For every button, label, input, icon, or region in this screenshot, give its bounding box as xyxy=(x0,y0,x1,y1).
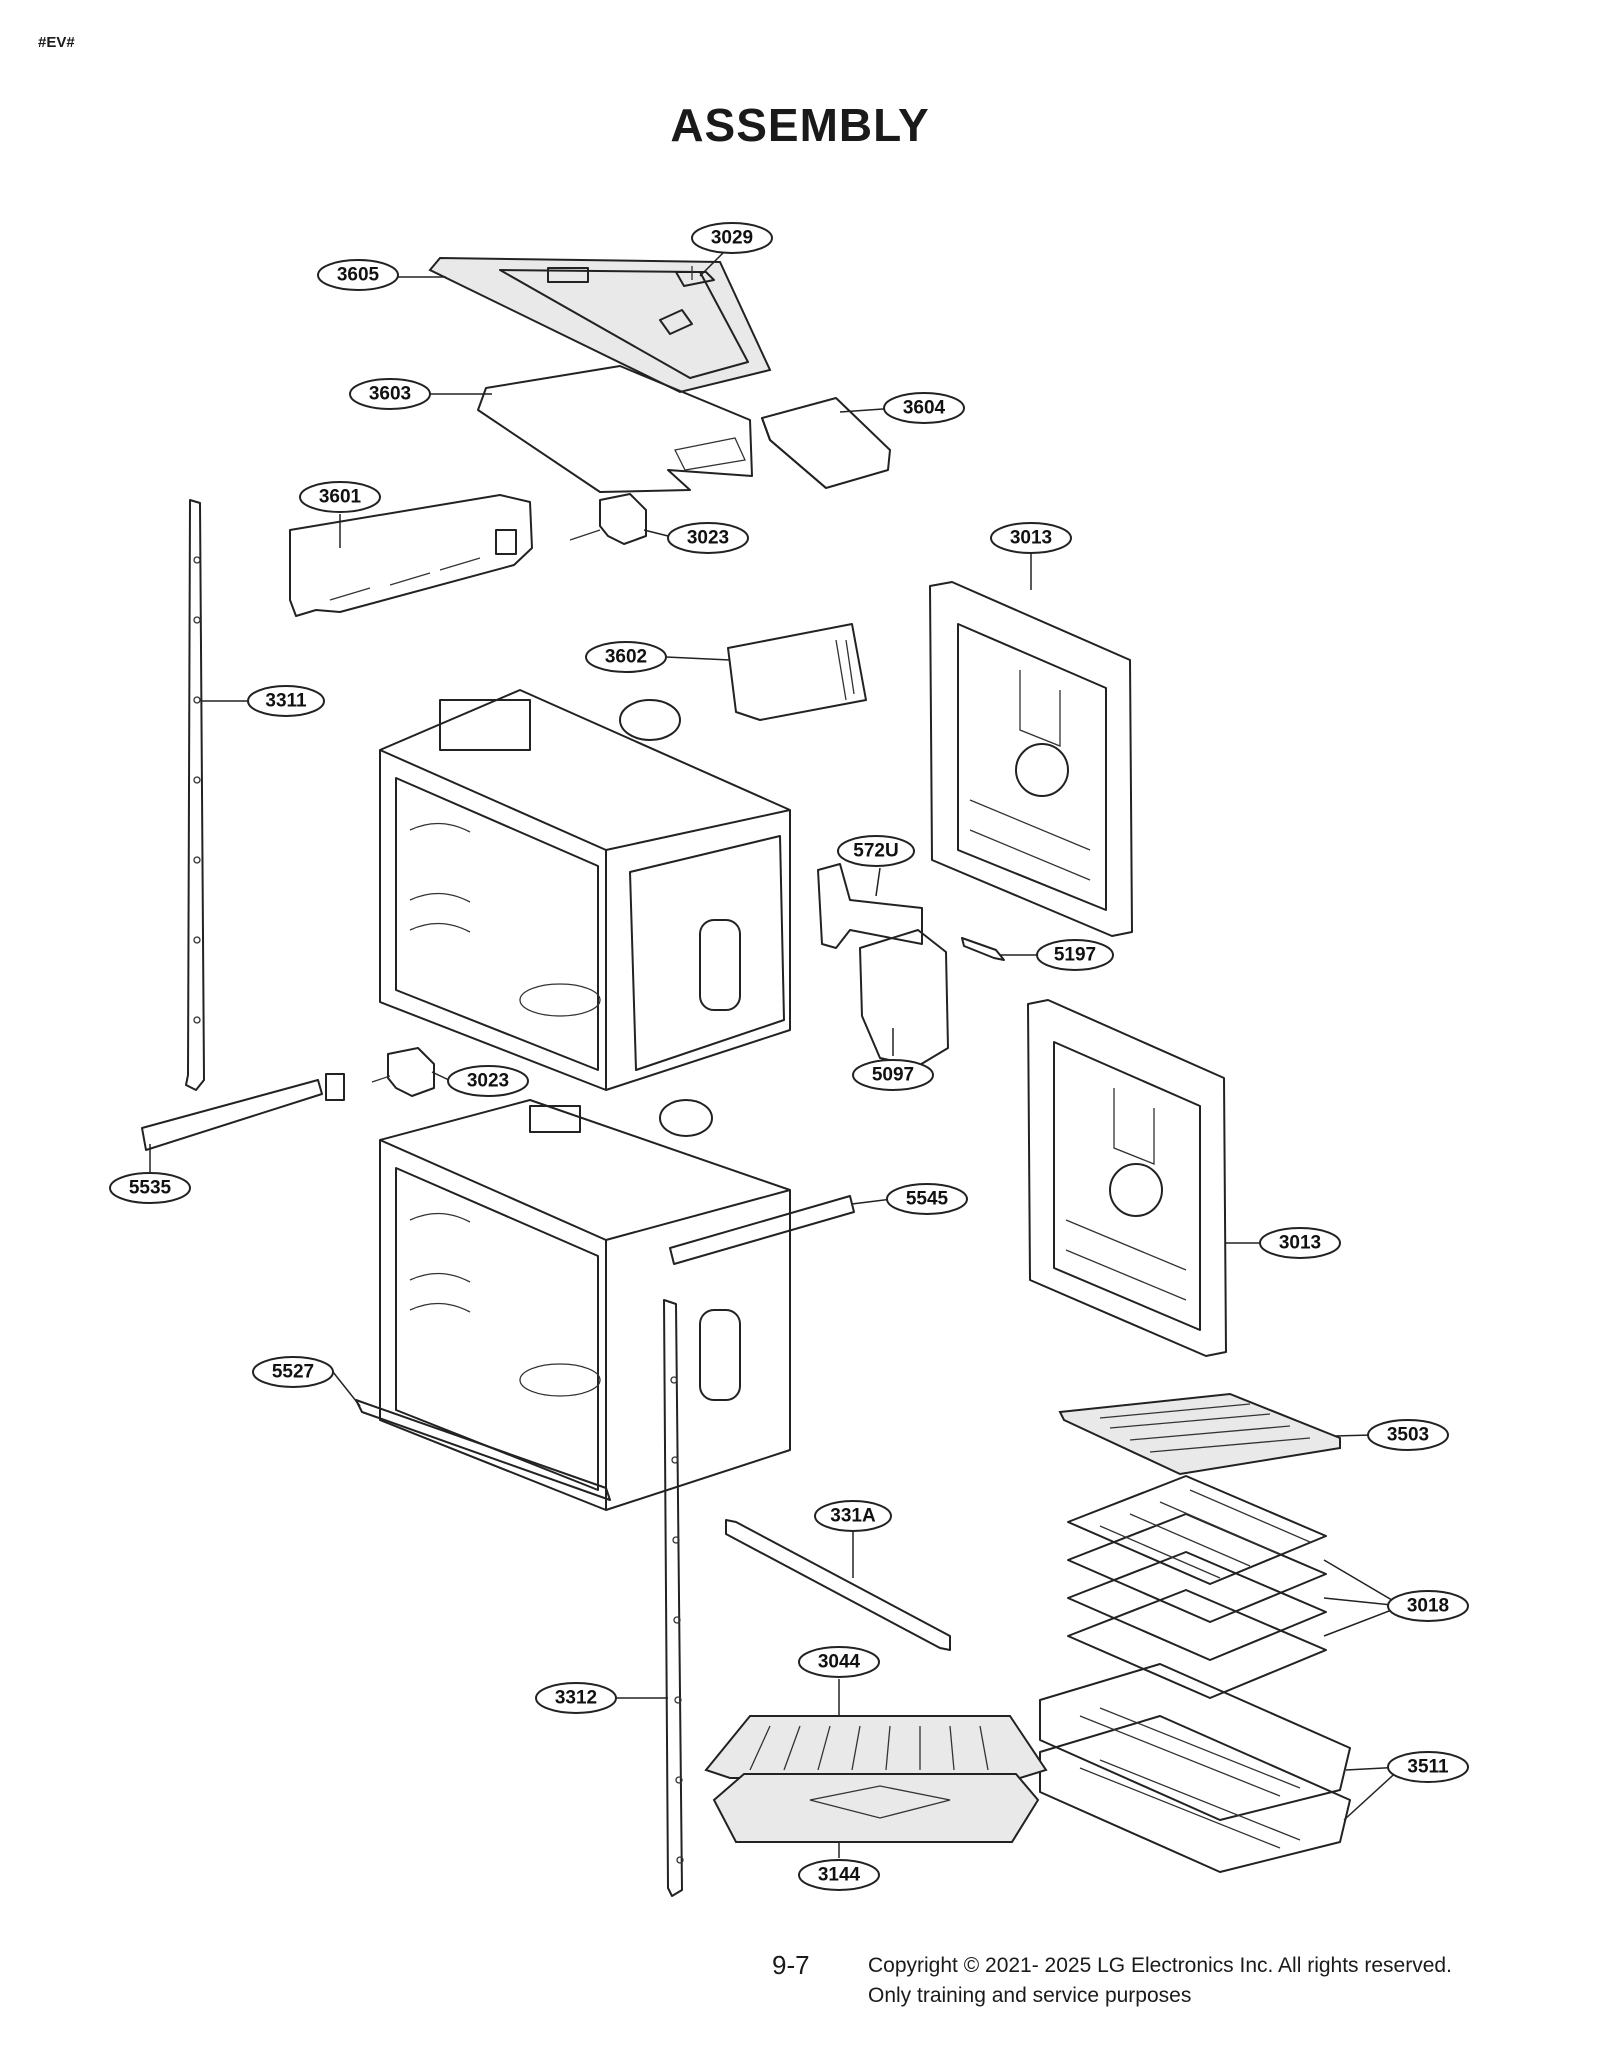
callout-label: 3602 xyxy=(605,647,647,668)
part-5197-clip xyxy=(961,937,1005,961)
part-upper-oven-cavity xyxy=(379,689,791,1091)
callout-3312: 3312 xyxy=(535,1682,617,1714)
callout-label: 3604 xyxy=(903,398,946,419)
callout-3503: 3503 xyxy=(1367,1419,1449,1451)
callout-label: 5527 xyxy=(272,1362,314,1383)
part-3602-rear-cover xyxy=(727,623,867,721)
callout-label: 3044 xyxy=(818,1652,861,1673)
part-3511-slide-racks xyxy=(1039,1663,1351,1873)
header-tag: #EV# xyxy=(38,34,75,51)
part-3023-upper-bracket xyxy=(569,493,647,545)
callout-5527: 5527 xyxy=(252,1356,334,1388)
callout-3018: 3018 xyxy=(1387,1590,1469,1622)
part-3503-mesh-tray xyxy=(1058,1392,1341,1476)
copyright-notice: Copyright © 2021- 2025 LG Electronics In… xyxy=(868,1951,1452,2011)
callout-3311: 3311 xyxy=(247,685,325,717)
part-3311-left-rail xyxy=(185,499,205,1091)
part-3601-back-panel xyxy=(289,494,533,617)
callout-label: 3605 xyxy=(337,265,380,286)
callout-label: 3013 xyxy=(1279,1233,1321,1254)
part-3023-lower-bracket xyxy=(371,1047,435,1097)
callout-label: 3311 xyxy=(265,691,307,712)
part-3018-racks xyxy=(1067,1475,1327,1699)
part-5527-bottom-trim xyxy=(355,1399,611,1501)
callout-3144: 3144 xyxy=(798,1859,880,1891)
callout-3023-lower: 3023 xyxy=(447,1065,529,1097)
callout-331A: 331A xyxy=(814,1500,892,1532)
exploded-assembly-diagram: 3029 3605 3603 3604 3601 3023 3013 3602 … xyxy=(109,222,1469,1897)
part-drawings xyxy=(141,256,1351,1897)
callout-label: 3511 xyxy=(1407,1757,1449,1778)
part-331A-strip xyxy=(725,1519,951,1651)
callout-572U: 572U xyxy=(837,835,915,867)
callout-3511: 3511 xyxy=(1387,1751,1469,1783)
callout-5545: 5545 xyxy=(886,1183,968,1215)
callout-3601: 3601 xyxy=(299,481,381,513)
part-3013-lower-side-panel xyxy=(1027,999,1227,1357)
callout-label: 3603 xyxy=(369,384,411,405)
callout-5535: 5535 xyxy=(109,1172,191,1204)
callout-label: 5545 xyxy=(906,1189,949,1210)
callout-3602: 3602 xyxy=(585,641,667,673)
part-5545-right-rail xyxy=(669,1195,855,1265)
callout-label: 3144 xyxy=(818,1865,861,1886)
callout-3013-lower: 3013 xyxy=(1259,1227,1341,1259)
part-572U-board xyxy=(817,863,923,949)
part-lower-oven-cavity xyxy=(379,1099,791,1511)
callout-3023-upper: 3023 xyxy=(667,522,749,554)
callout-label: 3601 xyxy=(319,487,362,508)
callout-label: 3018 xyxy=(1407,1596,1449,1617)
callout-label: 3013 xyxy=(1010,528,1052,549)
callout-3604: 3604 xyxy=(883,392,965,424)
part-3144-broil-pan-bottom xyxy=(712,1773,1040,1843)
part-3013-upper-side-panel xyxy=(929,581,1133,937)
callout-label: 3312 xyxy=(555,1688,597,1709)
callout-label: 572U xyxy=(853,841,898,862)
callout-label: 5097 xyxy=(872,1065,914,1086)
part-3603-plate xyxy=(477,365,753,493)
callout-label: 3029 xyxy=(711,228,753,249)
callout-label: 3023 xyxy=(467,1071,509,1092)
part-3029-bracket xyxy=(675,266,715,287)
part-5097-board xyxy=(859,929,949,1067)
callout-3605: 3605 xyxy=(317,259,399,291)
callout-label: 331A xyxy=(830,1506,876,1527)
callout-label: 3503 xyxy=(1387,1425,1429,1446)
callout-label: 5197 xyxy=(1054,945,1096,966)
page-number: 9-7 xyxy=(772,1950,810,1980)
copyright-line-1: Copyright © 2021- 2025 LG Electronics In… xyxy=(868,1954,1452,1977)
callout-3013-upper: 3013 xyxy=(990,522,1072,554)
page-title: ASSEMBLY xyxy=(670,99,930,151)
callout-label: 3023 xyxy=(687,528,729,549)
part-3604-duct-box xyxy=(761,397,891,489)
callout-3603: 3603 xyxy=(349,378,431,410)
copyright-line-2: Only training and service purposes xyxy=(868,1984,1192,2007)
part-3605-top-cover xyxy=(428,256,772,394)
part-3312-right-rail xyxy=(663,1299,684,1897)
callout-5097: 5097 xyxy=(852,1059,934,1091)
part-5535-left-rail xyxy=(141,1073,345,1151)
callout-5197: 5197 xyxy=(1036,939,1114,971)
callout-3029: 3029 xyxy=(691,222,773,254)
callout-3044: 3044 xyxy=(798,1646,880,1678)
callout-label: 5535 xyxy=(129,1178,172,1199)
part-3044-broil-pan-top xyxy=(704,1715,1048,1779)
